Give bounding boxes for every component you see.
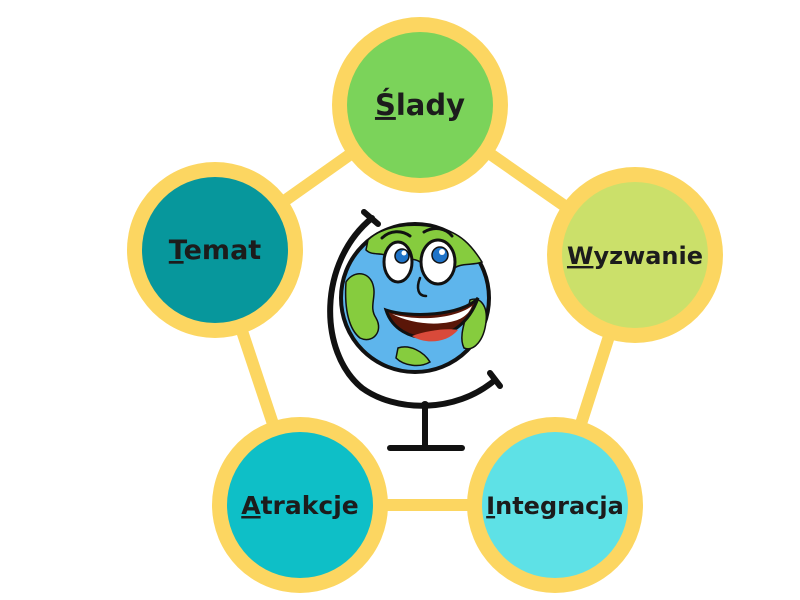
node-wyzwanie: Wyzwanie — [547, 167, 723, 343]
node-temat-label-rest: emat — [184, 235, 262, 266]
node-wyzwanie-circle — [562, 182, 708, 328]
node-slady-label: Ślady — [375, 88, 465, 122]
node-integracja-label: Integracja — [486, 492, 624, 520]
globe-tongue — [412, 329, 458, 342]
globe-eyebrow-left — [380, 230, 412, 240]
node-atrakcje-label: Atrakcje — [241, 491, 358, 520]
globe-continent-south — [395, 346, 432, 367]
globe-nose — [416, 276, 428, 298]
node-atrakcje-label-initial: A — [241, 491, 261, 520]
globe-pupil-left-shine — [401, 250, 407, 256]
globe-continent-west — [344, 273, 380, 341]
globe-meridian-arc — [327, 215, 498, 409]
node-slady-circle — [347, 32, 493, 178]
globe-pupil-right — [431, 246, 449, 264]
node-wyzwanie-label: Wyzwanie — [567, 242, 703, 270]
globe-arc-top-cap — [361, 209, 381, 227]
globe-pupil-left — [394, 248, 410, 264]
node-integracja-circle — [482, 432, 628, 578]
node-wyzwanie-label-initial: W — [567, 242, 593, 270]
globe-arc-bottom-cap — [487, 370, 503, 389]
globe-teeth — [392, 306, 472, 324]
node-integracja-label-rest: ntegracja — [495, 492, 624, 520]
globe-pivot-bolt — [421, 401, 429, 409]
node-temat: Temat — [127, 162, 303, 338]
node-temat-circle — [142, 177, 288, 323]
node-slady: Ślady — [332, 17, 508, 193]
node-temat-label: Temat — [169, 235, 262, 266]
node-wyzwanie-label-rest: yzwanie — [593, 242, 703, 270]
node-slady-label-rest: lady — [396, 88, 465, 122]
node-atrakcje: Atrakcje — [212, 417, 388, 593]
globe-eyebrow-right — [422, 227, 454, 238]
node-slady-label-initial: Ś — [375, 88, 396, 122]
node-temat-label-initial: T — [169, 235, 188, 266]
smiling-globe-icon — [327, 209, 503, 451]
node-integracja: Integracja — [467, 417, 643, 593]
node-integracja-label-initial: I — [486, 492, 495, 520]
node-atrakcje-label-rest: trakcje — [261, 491, 359, 520]
node-atrakcje-circle — [227, 432, 373, 578]
globe-pupil-right-shine — [439, 249, 445, 255]
